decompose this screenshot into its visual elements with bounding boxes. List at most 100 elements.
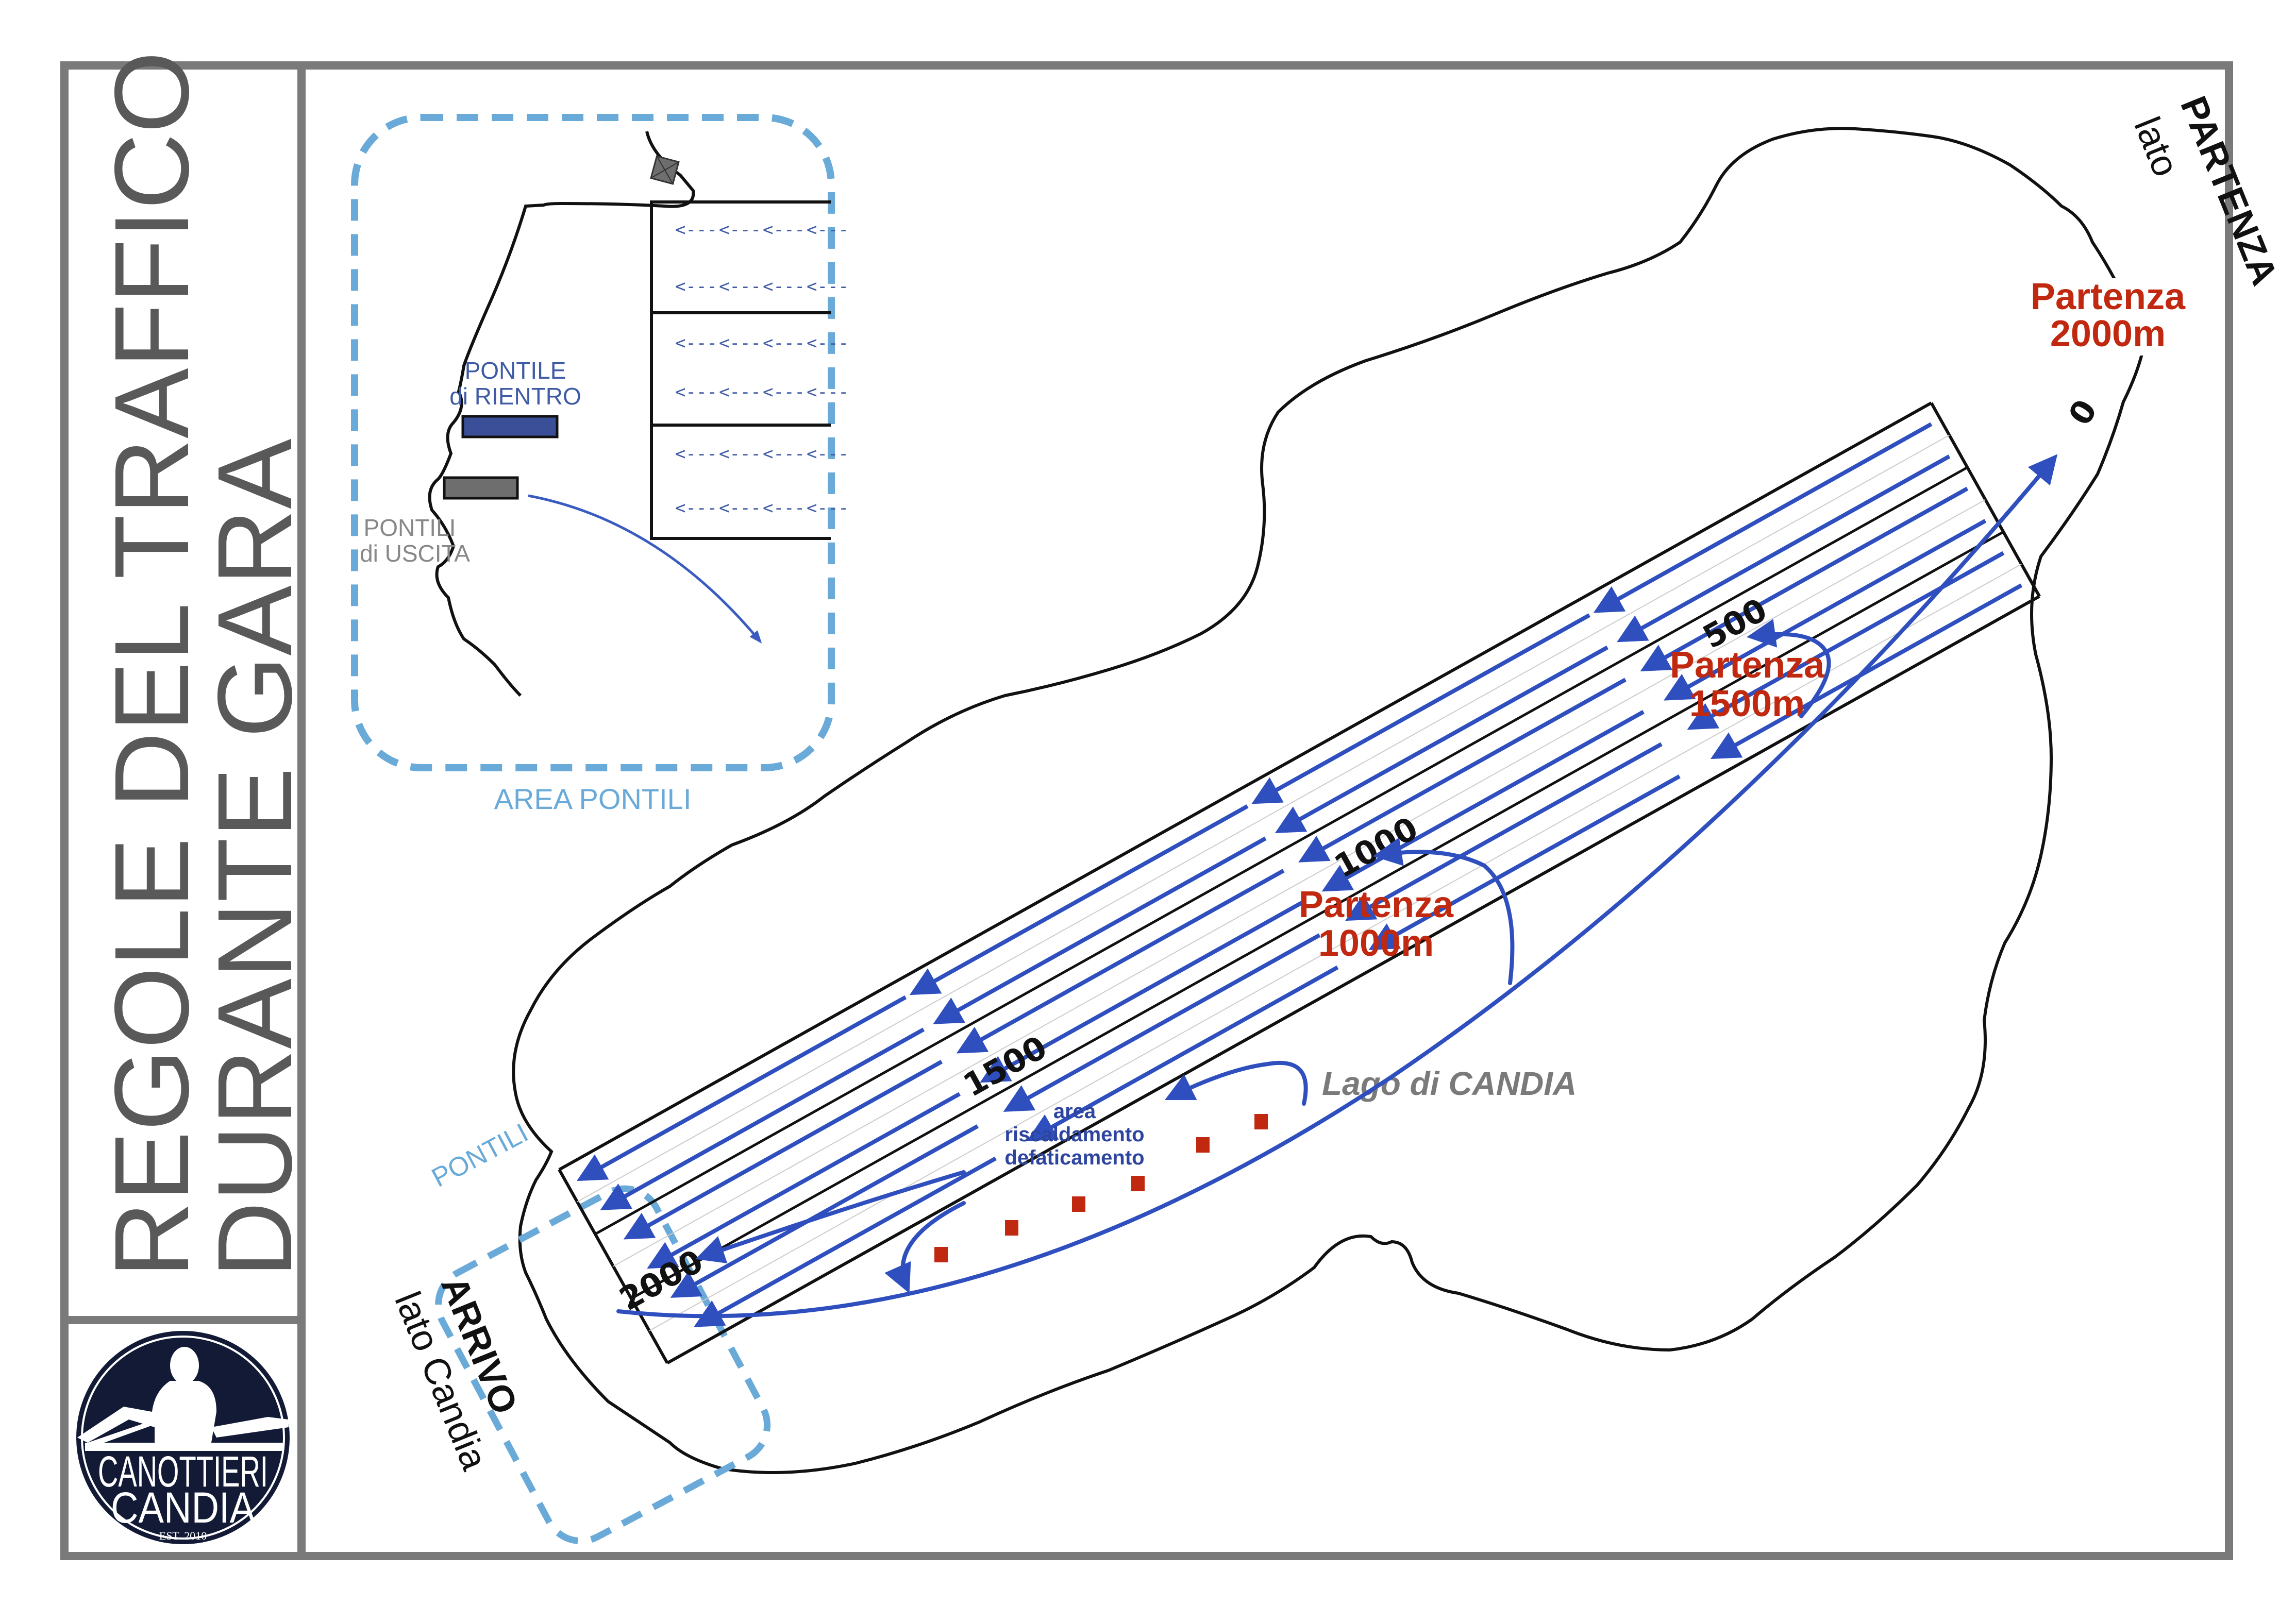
title-line-2: DURANTE GARA [196, 438, 314, 1278]
route-to-start-1500 [1746, 619, 1831, 718]
inset-lane-arrow-icon: <--- [807, 382, 849, 402]
exit-route-arrow [528, 494, 762, 644]
buoy [1131, 1176, 1145, 1191]
pontile-rientro-label-1: PONTILE [465, 357, 566, 384]
pontili-uscita-label-1: PONTILI [364, 514, 456, 541]
inset-lane-arrow-icon: <--- [763, 333, 805, 353]
inset-lane-arrow-icon: <--- [763, 276, 805, 297]
inset-lane-arrow-icon: <--- [807, 444, 849, 464]
warmup-line-1: area [1053, 1100, 1096, 1123]
buoy [1254, 1114, 1268, 1129]
inset-lane-arrow-icon: <--- [675, 276, 717, 297]
pontili-uscita-label-2: di USCITA [360, 540, 470, 567]
inset-lane-arrows: <---<---<---<---<---<---<---<---<---<---… [675, 219, 849, 518]
inset-lane-arrow-icon: <--- [675, 444, 717, 464]
logo-text-line-1: CANOTTIERI [98, 1447, 268, 1496]
warmup-line-3: defaticamento [1004, 1146, 1144, 1169]
start-2000-label: Partenza 2000m [2031, 276, 2186, 356]
start-2000-label-bg [2056, 278, 2159, 356]
inset-area-pontili: AREA PONTILI <---<---<---<---<---<---<--… [351, 114, 849, 815]
inset-lane-arrow-icon: <--- [675, 498, 717, 518]
lane-arrow [1687, 551, 2005, 730]
inset-lane-arrow-icon: <--- [675, 219, 717, 240]
lane-arrow [1593, 422, 1933, 613]
inset-lane-arrow-icon: <--- [719, 219, 761, 240]
route-arrows [616, 454, 2058, 1319]
lane-arrow [600, 1027, 925, 1210]
route-to-finish [695, 1170, 966, 1263]
inset-lane-arrow-icon: <--- [763, 444, 805, 464]
lane-divider [577, 434, 1950, 1203]
start-1500-label: Partenza 1500m [1670, 645, 1825, 724]
start-1500-line-2: 1500m [1689, 683, 1805, 724]
lane-arrow [1251, 613, 1590, 804]
page-frame [60, 61, 2233, 1560]
inset-lane-arrow-icon: <--- [763, 219, 805, 240]
inset-lane-arrow-icon: <--- [807, 219, 849, 240]
buoy [1072, 1196, 1085, 1212]
route-warmup-return [884, 1201, 966, 1294]
inset-lane-arrow-icon: <--- [763, 382, 805, 402]
finish-side-label: ARRIVO lato Candia [387, 1271, 525, 1476]
start-1000-line-1: Partenza [1299, 884, 1454, 925]
inset-lane-arrow-icon: <--- [675, 382, 717, 402]
lane-arrow [1027, 965, 1339, 1141]
start-1000-label: Partenza 1000m [1299, 884, 1454, 964]
warmup-line-2: riscaldamento [1004, 1123, 1144, 1146]
lane-arrow [980, 901, 1303, 1083]
inset-lanes [650, 200, 831, 540]
route-to-start-1000 [1372, 837, 1515, 985]
inset-lane-arrow-icon: <--- [719, 498, 761, 518]
lane-arrow [933, 836, 1267, 1024]
lane-arrow [1368, 774, 1681, 950]
rower-icon [77, 1347, 289, 1451]
logo-text-line-2: CANDIA [111, 1483, 255, 1532]
inset-label: AREA PONTILI [494, 783, 692, 815]
pontile-rientro [461, 415, 559, 438]
distance-marker-2000: 2000 [613, 1242, 709, 1319]
lane-arrow [1003, 933, 1321, 1112]
lane-arrow [1640, 486, 1969, 671]
start-1500-line-1: Partenza [1670, 645, 1825, 686]
club-logo: CANOTTIERI CANDIA EST. 2010 [76, 1331, 290, 1544]
warmup-area-label: area riscaldamento defaticamento [1004, 1100, 1144, 1169]
lane-arrow [1275, 645, 1608, 834]
start-side-line-2: lato [2126, 111, 2187, 182]
race-course [558, 401, 2041, 1364]
inset-lane-arrow-icon: <--- [807, 333, 849, 353]
lane-direction-arrows [576, 422, 2023, 1327]
route-warmup-loop [1164, 1060, 1308, 1106]
page-title: REGOLE DEL TRAFFICO DURANTE GARA [93, 51, 314, 1278]
warmup-buoys [934, 1114, 1268, 1262]
finish-pontili-area [435, 1185, 771, 1545]
inset-lane-arrow-icon: <--- [719, 333, 761, 353]
mooring-box-icon [650, 155, 680, 185]
lane-divider [613, 499, 1986, 1267]
inset-lane-arrow-icon: <--- [807, 276, 849, 297]
lane-arrow [694, 1156, 997, 1327]
lane-arrow [1298, 678, 1627, 863]
lake-shoreline [512, 127, 2146, 1474]
lane-arrow [1617, 454, 1951, 643]
course-lanes [558, 401, 2041, 1364]
buoy [1005, 1220, 1018, 1236]
course-edge [666, 595, 2040, 1364]
lane-arrow [909, 804, 1249, 995]
lane-divider [649, 563, 2022, 1331]
pontile-rientro-label-2: di RIENTRO [449, 383, 581, 410]
start-side-label: PARTENZA lato [2126, 91, 2285, 291]
inset-lane-arrow-icon: <--- [763, 498, 805, 518]
inset-lane-arrow-icon: <--- [719, 276, 761, 297]
course-edge [558, 401, 1932, 1171]
start-2000-line-1: Partenza [2031, 276, 2186, 317]
logo-established: EST. 2010 [159, 1529, 207, 1542]
inset-lane-arrow-icon: <--- [719, 444, 761, 464]
lane-arrow [1345, 742, 1663, 921]
finish-pontili-label: PONTILI [427, 1118, 533, 1193]
buoy [1196, 1137, 1210, 1153]
lane-group-divider [630, 531, 2004, 1300]
inset-lane-arrow-icon: <--- [719, 382, 761, 402]
inset-shoreline [428, 131, 695, 697]
inset-lane-arrow-icon: <--- [807, 498, 849, 518]
